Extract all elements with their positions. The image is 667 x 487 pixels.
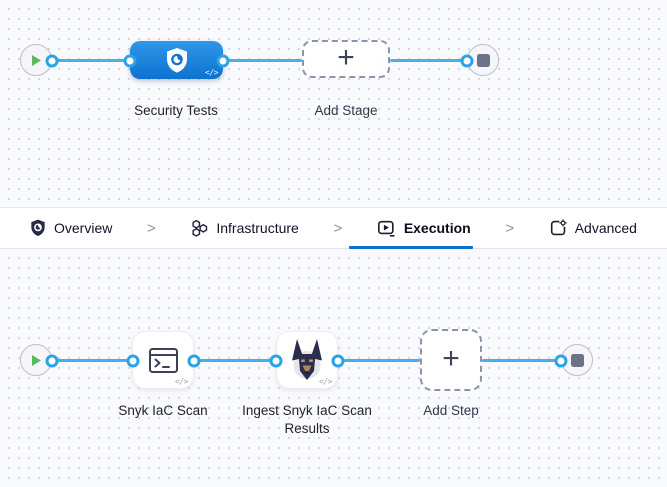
step-node-ingest-snyk-results[interactable]: </> <box>276 331 338 389</box>
tab-overview[interactable]: Overview <box>20 208 122 248</box>
snyk-dog-icon <box>292 339 322 380</box>
connector-dot <box>187 354 201 367</box>
connector-dot <box>269 354 283 367</box>
step-label[interactable]: Snyk IaC Scan <box>118 403 208 418</box>
box-gear-icon <box>550 219 567 236</box>
step-label[interactable]: Ingest Snyk IaC Scan Results <box>242 403 372 436</box>
connector-dot <box>45 354 59 367</box>
connector-dot <box>331 354 345 367</box>
connector-dot <box>45 54 59 67</box>
tab-label: Execution <box>403 220 471 236</box>
connector-dot <box>123 54 137 67</box>
step-link <box>52 359 133 362</box>
play-icon <box>32 54 41 66</box>
add-stage-label[interactable]: Add Stage <box>314 103 378 118</box>
connector-dot <box>554 354 568 367</box>
connector-dot <box>126 354 140 367</box>
add-step-button[interactable]: + <box>420 329 482 391</box>
plus-icon: + <box>337 40 355 74</box>
tab-advanced[interactable]: Advanced <box>539 208 647 248</box>
add-step-label[interactable]: Add Step <box>423 403 479 418</box>
step-node-snyk-iac-scan[interactable]: </> <box>132 331 194 389</box>
tab-label: Advanced <box>574 220 637 236</box>
yaml-code-badge: </> <box>175 377 188 386</box>
stage-link <box>52 59 130 62</box>
connector-dot <box>460 54 474 67</box>
tab-label: Overview <box>54 220 113 236</box>
stage-link <box>223 59 302 62</box>
add-stage-button[interactable]: + <box>302 40 390 78</box>
terminal-icon <box>148 347 178 373</box>
stop-icon <box>570 353 584 367</box>
hexagons-icon <box>192 219 208 237</box>
chevron-right-icon: > <box>505 219 515 237</box>
stop-icon <box>476 53 490 67</box>
shield-gear-icon <box>31 219 45 237</box>
chevron-right-icon: > <box>146 219 156 237</box>
tab-label: Infrastructure <box>216 220 299 236</box>
stage-link <box>390 59 467 62</box>
stage-canvas-background <box>0 0 667 207</box>
play-box-icon <box>377 220 395 237</box>
tab-infrastructure[interactable]: Infrastructure <box>180 208 308 248</box>
plus-icon: + <box>442 341 460 375</box>
play-icon <box>32 354 41 366</box>
step-link <box>482 359 561 362</box>
connector-dot <box>216 54 230 67</box>
stage-node-security-tests[interactable]: </> <box>130 41 223 79</box>
tab-execution[interactable]: Execution <box>348 208 481 249</box>
chevron-right-icon: > <box>333 219 343 237</box>
yaml-code-badge: </> <box>319 377 332 386</box>
yaml-code-badge: </> <box>205 68 218 77</box>
stage-label[interactable]: Security Tests <box>134 103 218 118</box>
step-link <box>338 359 420 362</box>
stage-config-tabbar: Overview > Infrastructure > Execution > <box>0 207 667 249</box>
shield-gear-icon <box>166 47 187 73</box>
step-link <box>194 359 276 362</box>
